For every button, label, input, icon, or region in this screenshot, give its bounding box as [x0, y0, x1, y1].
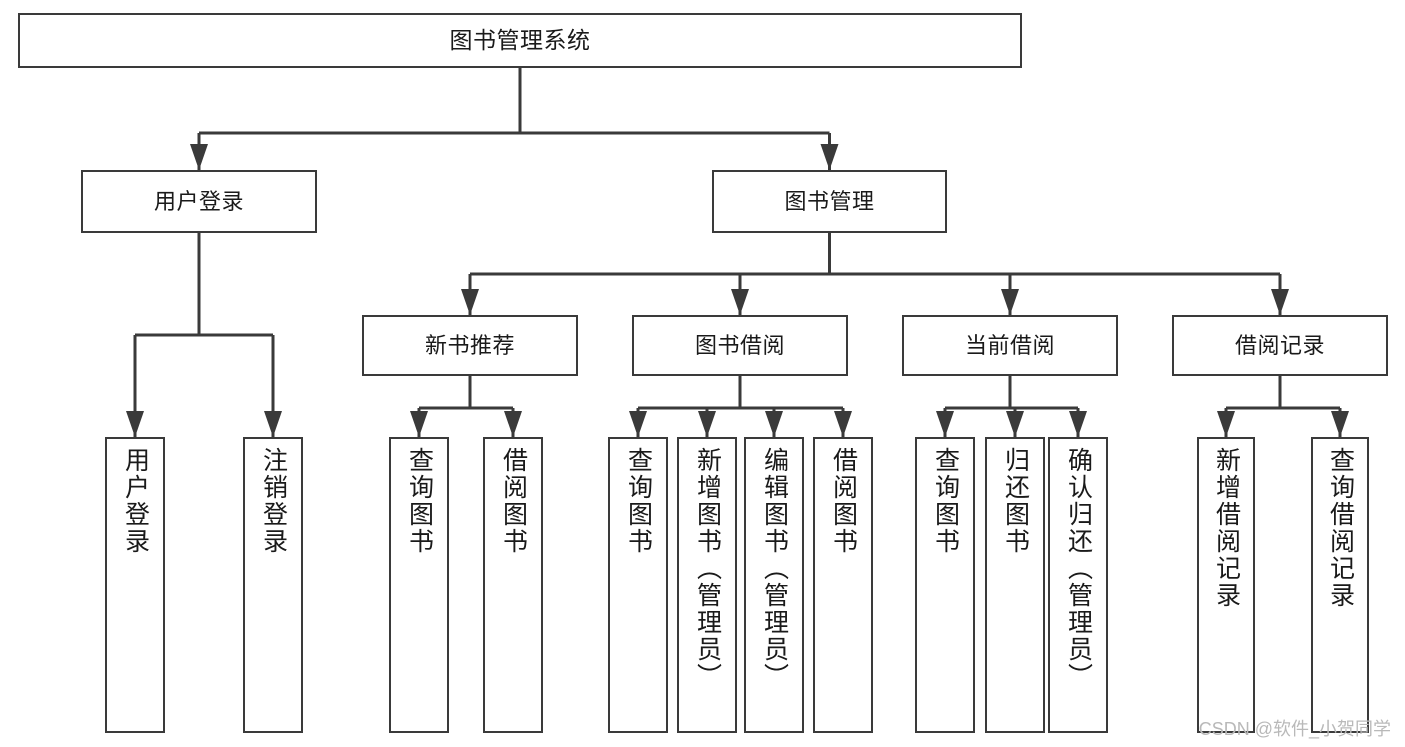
node-label-leaf-br-query: 查询借阅记录 — [1326, 447, 1355, 609]
node-label-leaf-bb-borrow: 借阅图书 — [829, 447, 858, 555]
node-leaf-br-add[interactable]: 新增借阅记录 — [1197, 437, 1255, 733]
node-label-new-book-rec: 新书推荐 — [424, 332, 515, 358]
node-user-login[interactable]: 用户登录 — [81, 170, 317, 233]
arrow-head-book-borrow — [731, 289, 749, 315]
node-label-root: 图书管理系统 — [449, 27, 591, 54]
node-leaf-br-query[interactable]: 查询借阅记录 — [1311, 437, 1369, 733]
node-label-leaf-user-login: 用户登录 — [121, 447, 150, 555]
node-leaf-bb-query[interactable]: 查询图书 — [608, 437, 668, 733]
node-label-leaf-bb-add: 新增图书（管理员） — [693, 447, 722, 690]
arrow-head-leaf-cb-return — [1006, 411, 1024, 437]
node-leaf-bb-edit[interactable]: 编辑图书（管理员） — [744, 437, 804, 733]
node-label-borrow-record: 借阅记录 — [1234, 332, 1325, 358]
arrow-head-leaf-bb-borrow — [834, 411, 852, 437]
node-leaf-bb-add[interactable]: 新增图书（管理员） — [677, 437, 737, 733]
arrow-head-leaf-cb-confirm — [1069, 411, 1087, 437]
node-borrow-record[interactable]: 借阅记录 — [1172, 315, 1388, 376]
arrow-head-leaf-logout — [264, 411, 282, 437]
node-leaf-nb-borrow[interactable]: 借阅图书 — [483, 437, 543, 733]
arrow-head-leaf-cb-query — [936, 411, 954, 437]
node-leaf-cb-return[interactable]: 归还图书 — [985, 437, 1045, 733]
arrow-head-new-book-rec — [461, 289, 479, 315]
node-label-leaf-cb-confirm: 确认归还（管理员） — [1064, 447, 1093, 690]
node-label-book-manage: 图书管理 — [784, 188, 875, 214]
node-current-borrow[interactable]: 当前借阅 — [902, 315, 1118, 376]
arrow-head-leaf-user-login — [126, 411, 144, 437]
node-book-manage[interactable]: 图书管理 — [712, 170, 947, 233]
node-label-leaf-bb-edit: 编辑图书（管理员） — [760, 447, 789, 690]
arrow-head-leaf-br-query — [1331, 411, 1349, 437]
node-label-user-login: 用户登录 — [153, 188, 244, 214]
arrow-head-leaf-bb-add — [698, 411, 716, 437]
arrow-head-leaf-nb-query — [410, 411, 428, 437]
arrow-head-leaf-br-add — [1217, 411, 1235, 437]
arrow-head-leaf-bb-query — [629, 411, 647, 437]
node-leaf-cb-query[interactable]: 查询图书 — [915, 437, 975, 733]
node-root[interactable]: 图书管理系统 — [18, 13, 1022, 68]
arrow-head-book-manage — [820, 144, 839, 170]
node-label-leaf-nb-query: 查询图书 — [405, 447, 434, 555]
node-label-leaf-nb-borrow: 借阅图书 — [499, 447, 528, 555]
node-book-borrow[interactable]: 图书借阅 — [632, 315, 848, 376]
arrow-head-leaf-bb-edit — [765, 411, 783, 437]
node-label-leaf-br-add: 新增借阅记录 — [1212, 447, 1241, 609]
node-leaf-logout[interactable]: 注销登录 — [243, 437, 303, 733]
arrow-head-leaf-nb-borrow — [504, 411, 522, 437]
node-label-current-borrow: 当前借阅 — [964, 332, 1055, 358]
arrow-head-borrow-record — [1271, 289, 1289, 315]
arrow-head-user-login — [190, 144, 208, 170]
node-label-leaf-cb-return: 归还图书 — [1001, 447, 1030, 555]
node-leaf-nb-query[interactable]: 查询图书 — [389, 437, 449, 733]
node-new-book-rec[interactable]: 新书推荐 — [362, 315, 578, 376]
node-leaf-bb-borrow[interactable]: 借阅图书 — [813, 437, 873, 733]
node-leaf-cb-confirm[interactable]: 确认归还（管理员） — [1048, 437, 1108, 733]
node-label-leaf-cb-query: 查询图书 — [931, 447, 960, 555]
node-label-book-borrow: 图书借阅 — [694, 332, 785, 358]
arrow-head-current-borrow — [1001, 289, 1019, 315]
node-label-leaf-bb-query: 查询图书 — [624, 447, 653, 555]
node-label-leaf-logout: 注销登录 — [259, 447, 288, 555]
node-leaf-user-login[interactable]: 用户登录 — [105, 437, 165, 733]
